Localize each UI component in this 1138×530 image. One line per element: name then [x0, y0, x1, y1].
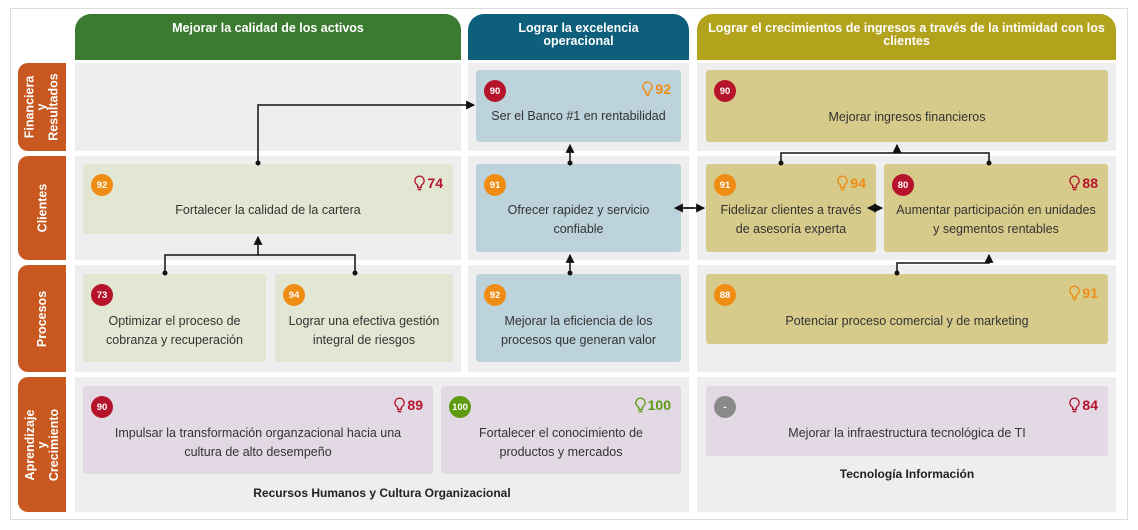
lightbulb-icon — [642, 81, 654, 97]
dot-riesgos — [352, 270, 358, 276]
score-comercial: 91 — [1068, 284, 1098, 303]
objective-riesgos[interactable]: 94 Lograr una efectiva gestión integral … — [275, 274, 453, 362]
lightbulb-icon — [837, 175, 849, 191]
footer-tecnologia: Tecnología Información — [839, 467, 975, 481]
objective-infraestructura-label: Mejorar la infraestructura tecnológica d… — [788, 425, 1026, 440]
objective-cobranza-label: Optimizar el proceso de cobranza y recup… — [106, 314, 243, 347]
column-header-activos-title: Mejorar la calidad de los activos — [172, 21, 364, 35]
score-comercial-value: 91 — [1082, 285, 1098, 301]
objective-fidelizar-label: Fidelizar clientes a través de asesoría … — [720, 203, 862, 236]
score-infraestructura: 84 — [1068, 396, 1098, 415]
badge-riesgos: 94 — [283, 284, 305, 306]
score-cartera-value: 74 — [427, 175, 443, 191]
lightbulb-icon — [1069, 397, 1081, 413]
badge-cartera: 92 — [91, 174, 113, 196]
dot-cobranza — [162, 270, 168, 276]
score-participacion: 88 — [1068, 174, 1098, 193]
objective-participacion[interactable]: 80 88 Aumentar participación en unidades… — [884, 164, 1108, 252]
score-banco: 92 — [641, 80, 671, 99]
band-financiera-c1 — [75, 63, 461, 151]
objective-banco[interactable]: 90 92 Ser el Banco #1 en rentabilidad — [476, 70, 681, 142]
objective-cobranza[interactable]: 73 Optimizar el proceso de cobranza y re… — [83, 274, 266, 362]
link-clientes-ingresos — [780, 152, 990, 163]
objective-ingresos[interactable]: 90 Mejorar ingresos financieros — [706, 70, 1108, 142]
objective-fidelizar[interactable]: 91 94 Fidelizar clientes a través de ase… — [706, 164, 876, 252]
objective-comercial-label: Potenciar proceso comercial y de marketi… — [785, 313, 1029, 328]
row-label-clientes: Clientes — [18, 156, 66, 260]
objective-transformacion[interactable]: 90 89 Impulsar la transformación organza… — [83, 386, 433, 474]
objective-comercial[interactable]: 88 91 Potenciar proceso comercial y de m… — [706, 274, 1108, 344]
objective-rapidez-label: Ofrecer rapidez y servicio confiable — [507, 203, 650, 236]
badge-ingresos: 90 — [714, 80, 736, 102]
dot-rapidez — [567, 160, 573, 166]
score-conocimiento-value: 100 — [647, 397, 671, 413]
badge-cobranza: 73 — [91, 284, 113, 306]
column-header-crecimiento-title: Lograr el crecimientos de ingresos a tra… — [708, 21, 1105, 48]
row-label-procesos: Procesos — [18, 265, 66, 372]
row-label-financiera: Financiera y Resultados — [18, 63, 66, 151]
badge-participacion: 80 — [892, 174, 914, 196]
badge-transformacion: 90 — [91, 396, 113, 418]
lightbulb-icon — [394, 397, 406, 413]
column-header-excelencia: Lograr la excelencia operacional — [468, 14, 689, 60]
badge-conocimiento: 100 — [449, 396, 471, 418]
score-transformacion: 89 — [393, 396, 423, 415]
link-comercial-participacion — [896, 253, 994, 273]
objective-rapidez[interactable]: 91 Ofrecer rapidez y servicio confiable — [476, 164, 681, 252]
objective-eficiencia[interactable]: 92 Mejorar la eficiencia de los procesos… — [476, 274, 681, 362]
objective-ingresos-label: Mejorar ingresos financieros — [828, 109, 986, 124]
column-header-activos: Mejorar la calidad de los activos — [75, 14, 461, 60]
badge-comercial: 88 — [714, 284, 736, 306]
objective-cartera-label: Fortalecer la calidad de la cartera — [175, 202, 361, 217]
objective-cartera[interactable]: 92 74 Fortalecer la calidad de la carter… — [83, 164, 453, 234]
lightbulb-icon — [634, 397, 646, 413]
score-fidelizar: 94 — [836, 174, 866, 193]
score-infraestructura-value: 84 — [1082, 397, 1098, 413]
column-header-crecimiento: Lograr el crecimientos de ingresos a tra… — [697, 14, 1116, 60]
row-label-aprendizaje: Aprendizaje y Crecimiento — [18, 377, 66, 512]
score-transformacion-value: 89 — [407, 397, 423, 413]
lightbulb-icon — [1069, 175, 1081, 191]
dot-cartera — [255, 160, 261, 166]
objective-eficiencia-label: Mejorar la eficiencia de los procesos qu… — [501, 314, 656, 347]
dot-eficiencia — [567, 270, 573, 276]
badge-rapidez: 91 — [484, 174, 506, 196]
score-fidelizar-value: 94 — [850, 175, 866, 191]
objective-conocimiento[interactable]: 100 100 Fortalecer el conocimiento de pr… — [441, 386, 681, 474]
badge-infraestructura: - — [714, 396, 736, 418]
dot-comercial — [894, 270, 900, 276]
badge-eficiencia: 92 — [484, 284, 506, 306]
objective-transformacion-label: Impulsar la transformación organzacional… — [114, 426, 402, 459]
score-cartera: 74 — [413, 174, 443, 193]
objective-riesgos-label: Lograr una efectiva gestión integral de … — [288, 314, 440, 347]
dot-participacion — [986, 160, 992, 166]
column-header-excelencia-title: Lograr la excelencia operacional — [518, 21, 639, 48]
link-cobranza-cartera — [164, 254, 356, 273]
objective-participacion-label: Aumentar participación en unidades y seg… — [896, 203, 1096, 236]
score-banco-value: 92 — [655, 81, 671, 97]
score-conocimiento: 100 — [634, 396, 671, 415]
lightbulb-icon — [414, 175, 426, 191]
badge-fidelizar: 91 — [714, 174, 736, 196]
objective-banco-label: Ser el Banco #1 en rentabilidad — [491, 108, 666, 123]
objective-infraestructura[interactable]: - 84 Mejorar la infraestructura tecnológ… — [706, 386, 1108, 456]
dot-fidelizar — [778, 160, 784, 166]
badge-banco: 90 — [484, 80, 506, 102]
score-participacion-value: 88 — [1082, 175, 1098, 191]
footer-rrhh: Recursos Humanos y Cultura Organizaciona… — [253, 486, 511, 500]
link-cartera-banco — [257, 100, 476, 163]
lightbulb-icon — [1069, 285, 1081, 301]
objective-conocimiento-label: Fortalecer el conocimiento de productos … — [479, 426, 643, 459]
